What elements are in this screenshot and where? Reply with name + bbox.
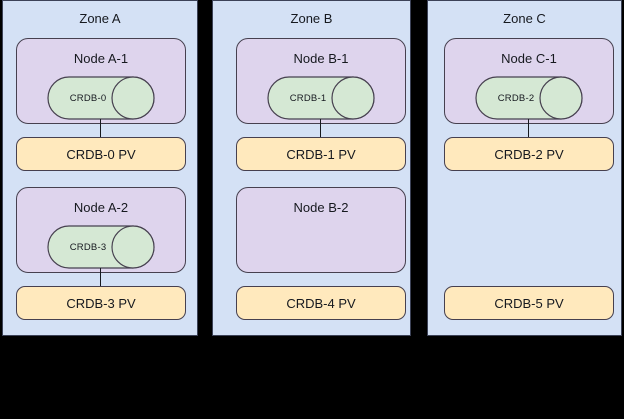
pv-box-crdb-5[interactable]: CRDB-5 PV <box>444 286 614 320</box>
node-title-a-1: Node A-1 <box>73 51 129 66</box>
node-title-c-1: Node C-1 <box>501 51 557 66</box>
connector-node-b1-to-pv1 <box>320 119 321 138</box>
node-box-a-2[interactable]: Node A-2 CRDB-3 <box>16 187 186 273</box>
pv-box-crdb-4[interactable]: CRDB-4 PV <box>236 286 406 320</box>
crdb-pod-cylinder-1[interactable]: CRDB-1 <box>267 76 375 120</box>
pv-box-crdb-2[interactable]: CRDB-2 PV <box>444 137 614 171</box>
zone-panel-b[interactable]: Zone B Node B-1 CRDB-1 CRDB-1 PV Node B-… <box>212 0 411 336</box>
node-title-a-2: Node A-2 <box>73 200 129 215</box>
node-box-a-1[interactable]: Node A-1 CRDB-0 <box>16 38 186 124</box>
zone-title-b: Zone B <box>290 11 333 26</box>
node-title-b-2: Node B-2 <box>293 200 349 215</box>
cylinder-shape-icon <box>475 76 583 120</box>
pv-box-crdb-1[interactable]: CRDB-1 PV <box>236 137 406 171</box>
cylinder-shape-icon <box>267 76 375 120</box>
zone-title-c: Zone C <box>503 11 546 26</box>
node-box-b-1[interactable]: Node B-1 CRDB-1 <box>236 38 406 124</box>
pv-box-crdb-0[interactable]: CRDB-0 PV <box>16 137 186 171</box>
connector-node-c1-to-pv2 <box>528 119 529 138</box>
zone-title-a: Zone A <box>79 11 121 26</box>
node-box-c-1[interactable]: Node C-1 CRDB-2 <box>444 38 614 124</box>
crdb-pod-cylinder-3[interactable]: CRDB-3 <box>47 225 155 269</box>
crdb-pod-cylinder-0[interactable]: CRDB-0 <box>47 76 155 120</box>
pv-box-crdb-3[interactable]: CRDB-3 PV <box>16 286 186 320</box>
connector-node-a1-to-pv0 <box>100 119 101 138</box>
cylinder-shape-icon <box>47 76 155 120</box>
node-title-b-1: Node B-1 <box>293 51 349 66</box>
crdb-pod-cylinder-2[interactable]: CRDB-2 <box>475 76 583 120</box>
zone-panel-a[interactable]: Zone A Node A-1 CRDB-0 CRDB-0 PV Node A-… <box>2 0 198 336</box>
zone-panel-c[interactable]: Zone C Node C-1 CRDB-2 CRDB-2 PV CRDB-5 … <box>427 0 622 336</box>
node-box-b-2[interactable]: Node B-2 <box>236 187 406 273</box>
connector-node-a2-to-pv3 <box>100 268 101 287</box>
cylinder-shape-icon <box>47 225 155 269</box>
